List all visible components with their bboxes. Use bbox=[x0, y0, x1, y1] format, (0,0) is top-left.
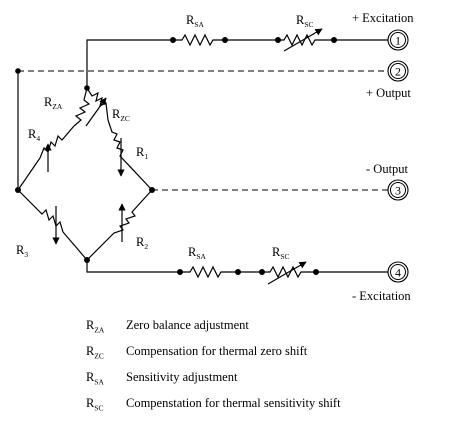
terminal-4: 4 bbox=[387, 261, 409, 283]
resistor-rsa-top bbox=[170, 33, 228, 47]
bridge-circuit-diagram: 1 2 3 4 + Excitation + Output - Output -… bbox=[15, 11, 414, 303]
resistor-rza bbox=[73, 87, 91, 127]
legend-row-rza: RZA Zero balance adjustment bbox=[86, 318, 446, 344]
legend: RZA Zero balance adjustment RZC Compensa… bbox=[86, 318, 446, 422]
resistor-rsa-bottom bbox=[177, 265, 241, 279]
terminal-4-label: - Excitation bbox=[352, 289, 411, 303]
terminal-1-label: + Excitation bbox=[352, 11, 414, 25]
label-rsc-top: RSC bbox=[296, 13, 314, 29]
legend-symbol: RZA bbox=[86, 318, 105, 335]
resistor-r4 bbox=[17, 125, 75, 191]
top-excitation-wire bbox=[86, 39, 388, 88]
terminal-4-number: 4 bbox=[395, 266, 401, 280]
output-positive-wire bbox=[15, 68, 388, 91]
legend-symbol: RSA bbox=[86, 370, 104, 387]
label-rza: RZA bbox=[44, 95, 63, 111]
legend-row-rsc: RSC Compenstation for thermal sensitivit… bbox=[86, 396, 446, 422]
resistor-rzc bbox=[85, 87, 109, 127]
bottom-excitation-wire bbox=[86, 260, 388, 273]
legend-description: Zero balance adjustment bbox=[126, 318, 249, 332]
terminal-2-number: 2 bbox=[395, 65, 401, 79]
legend-description: Sensitivity adjustment bbox=[126, 370, 238, 384]
label-r1: R1 bbox=[136, 145, 148, 161]
label-rsc-bottom: RSC bbox=[272, 245, 290, 261]
terminal-3-number: 3 bbox=[395, 184, 401, 198]
label-rsa-bottom: RSA bbox=[188, 245, 207, 261]
legend-row-rzc: RZC Compensation for thermal zero shift bbox=[86, 344, 446, 370]
label-r4: R4 bbox=[28, 127, 40, 143]
resistor-r2 bbox=[86, 189, 153, 261]
terminal-3-label: - Output bbox=[366, 162, 409, 176]
legend-description: Compensation for thermal zero shift bbox=[126, 344, 308, 358]
resistor-r3 bbox=[17, 189, 88, 261]
resistor-r1 bbox=[107, 119, 153, 191]
legend-description: Compenstation for thermal sensitivity sh… bbox=[126, 396, 341, 410]
legend-symbol: RZC bbox=[86, 344, 104, 361]
legend-symbol: RSC bbox=[86, 396, 104, 413]
label-r2: R2 bbox=[136, 235, 148, 251]
label-rzc: RZC bbox=[112, 107, 130, 123]
resistor-rsc-top bbox=[275, 28, 337, 52]
terminal-3: 3 bbox=[387, 179, 409, 201]
terminal-2-label: + Output bbox=[366, 86, 411, 100]
terminal-1-number: 1 bbox=[395, 34, 401, 48]
terminal-1: 1 bbox=[387, 29, 409, 51]
label-r3: R3 bbox=[16, 243, 28, 259]
label-rsa-top: RSA bbox=[186, 13, 205, 29]
resistor-rsc-bottom bbox=[259, 261, 319, 285]
terminal-2: 2 bbox=[387, 60, 409, 82]
legend-row-rsa: RSA Sensitivity adjustment bbox=[86, 370, 446, 396]
